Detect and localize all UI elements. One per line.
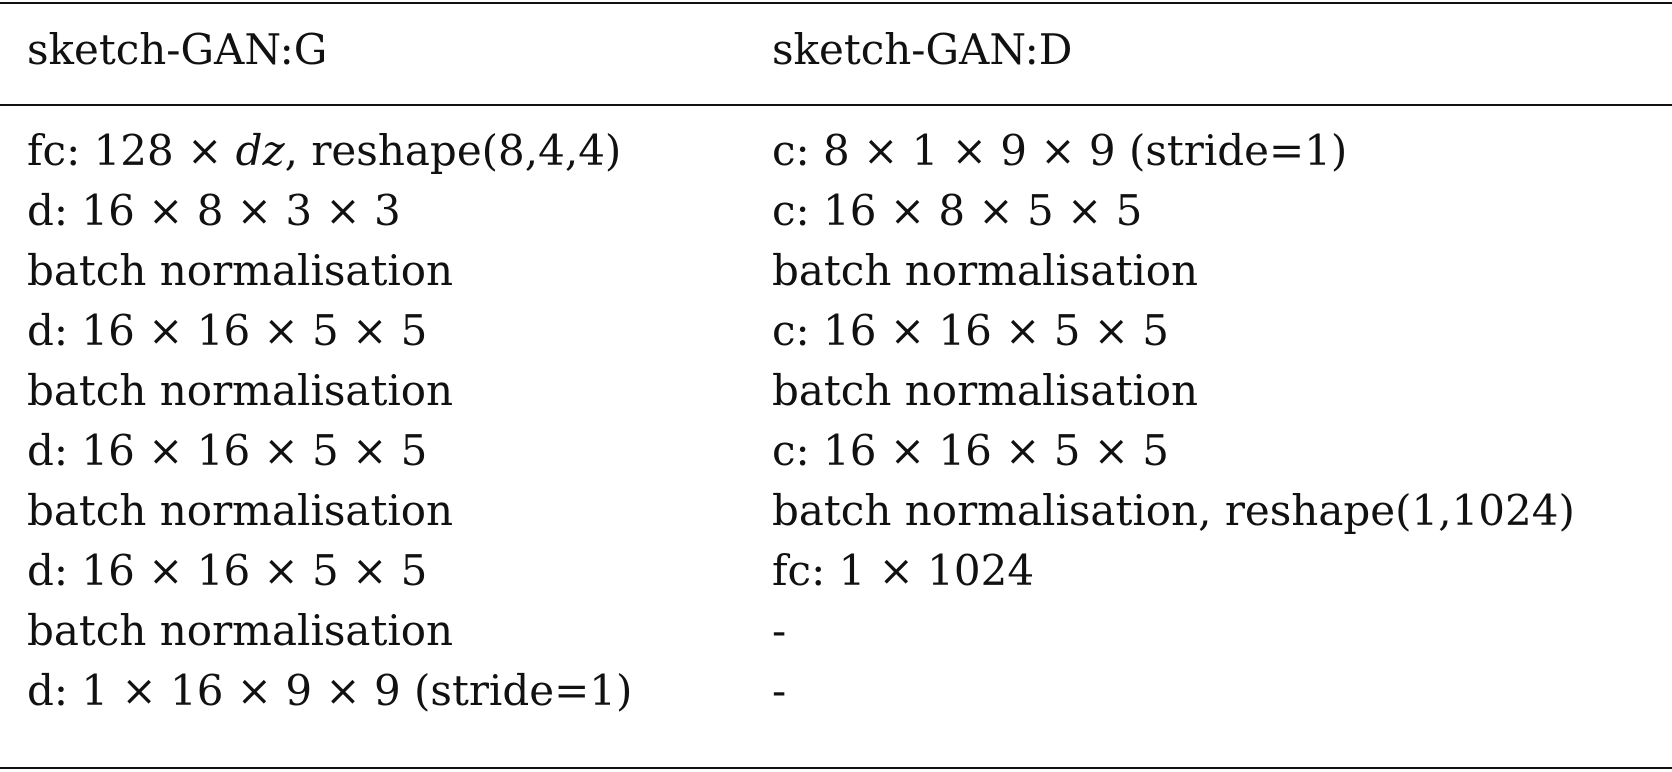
header-discriminator: sketch-GAN:D [772,25,1073,74]
table-cell-g-6: batch normalisation [27,486,454,535]
table-cell-g-1: d: 16 × 8 × 3 × 3 [27,186,401,235]
table-cell-g-7: d: 16 × 16 × 5 × 5 [27,546,428,595]
g-0-prefix: fc: 128 × [27,126,236,175]
table-cell-d-5: c: 16 × 16 × 5 × 5 [772,426,1170,475]
table-cell-d-0: c: 8 × 1 × 9 × 9 (stride=1) [772,126,1348,175]
table-cell-d-2: batch normalisation [772,246,1199,295]
table-cell-d-4: batch normalisation [772,366,1199,415]
table-cell-g-2: batch normalisation [27,246,454,295]
table-cell-g-5: d: 16 × 16 × 5 × 5 [27,426,428,475]
table-cell-d-8: - [772,606,787,655]
header-rule [0,104,1672,106]
top-rule [0,2,1672,4]
g-0-italic: dz [235,126,285,175]
table-cell-d-6: batch normalisation, reshape(1,1024) [772,486,1575,535]
table-cell-g-4: batch normalisation [27,366,454,415]
table-cell-g-0: fc: 128 × dz, reshape(8,4,4) [27,121,621,181]
table-cell-g-8: batch normalisation [27,606,454,655]
table-cell-g-3: d: 16 × 16 × 5 × 5 [27,306,428,355]
table-cell-g-9: d: 1 × 16 × 9 × 9 (stride=1) [27,666,633,715]
g-0-suffix: , reshape(8,4,4) [284,126,622,175]
table-cell-d-7: fc: 1 × 1024 [772,546,1035,595]
table-cell-d-1: c: 16 × 8 × 5 × 5 [772,186,1143,235]
bottom-rule [0,767,1672,769]
table-cell-d-9: - [772,666,787,715]
table-cell-d-3: c: 16 × 16 × 5 × 5 [772,306,1170,355]
header-generator: sketch-GAN:G [27,25,328,74]
